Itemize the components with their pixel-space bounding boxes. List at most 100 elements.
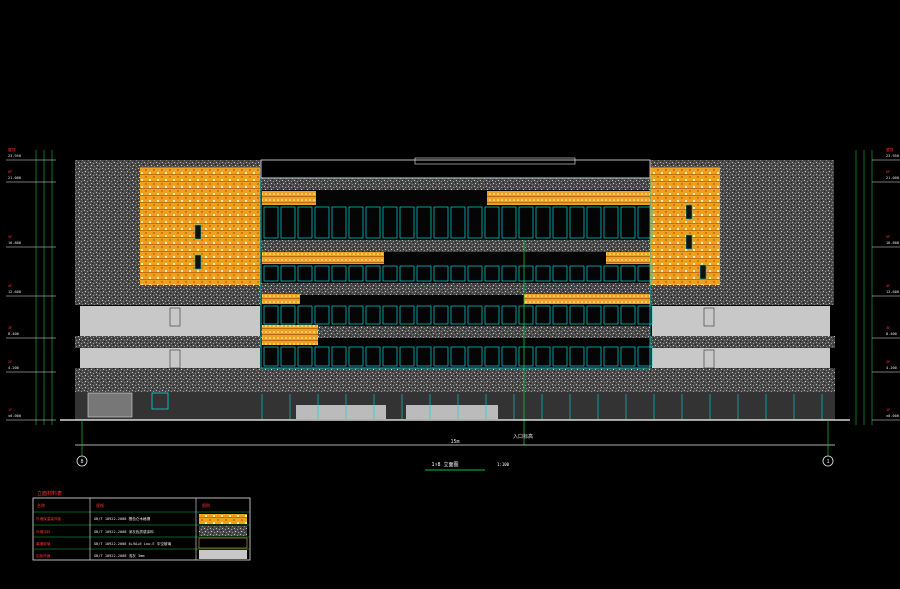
glass-panel [620, 265, 636, 282]
glass-panel [314, 206, 330, 239]
glass-panel [450, 265, 466, 282]
glass-panel [586, 305, 602, 325]
glass-panel [620, 305, 636, 325]
level-elevation: 16.800 [8, 241, 21, 245]
level-elevation: 21.000 [886, 176, 899, 180]
legend-row-spec: GB/T 18922-2008 橙色仑木格栅 [94, 516, 151, 521]
glass-panel [620, 206, 636, 239]
legend-row: 外墙涂料 GB/T 18922-2008 深灰色质感涂料 [36, 526, 247, 536]
panel-window [169, 349, 181, 369]
glass-panel [433, 305, 449, 325]
screen-window [194, 254, 202, 270]
axis-1-label: 1 [826, 459, 829, 465]
glass-panel [552, 265, 568, 282]
orange-louvre-5 [262, 294, 300, 304]
glass-panel [603, 265, 619, 282]
glass-panel [501, 346, 517, 367]
center-elevation-label: 入口标高 [513, 433, 533, 440]
glass-panel [467, 305, 483, 325]
glass-panel [399, 206, 415, 239]
panel-window [703, 349, 715, 369]
center-band-2 [261, 240, 650, 252]
shop-door-2 [151, 392, 169, 410]
legend-frame [32, 497, 251, 561]
screen-window [685, 204, 693, 220]
axis-8-label: 8 [80, 459, 83, 465]
glass-panel [586, 265, 602, 282]
legend-swatch-speckle [199, 526, 247, 536]
glass-panel [467, 265, 483, 282]
level-name: 5F [886, 235, 890, 239]
orange-louvre-4 [606, 252, 650, 264]
level-name: 6F [886, 170, 890, 174]
glass-panel [280, 206, 296, 239]
glass-panel [518, 305, 534, 325]
level-name: 4F [886, 284, 890, 288]
legend-header-swatch: 图例 [202, 502, 210, 508]
glass-panel [416, 305, 432, 325]
glass-panel [433, 346, 449, 367]
right-grey-panel-upper [652, 306, 830, 336]
glass-panel [263, 206, 279, 239]
glass-panel [450, 305, 466, 325]
glass-panel [280, 346, 296, 367]
glass-panel [399, 305, 415, 325]
level-elevation: 23.950 [8, 154, 21, 158]
level-elevation: ±0.000 [886, 414, 899, 418]
overall-dimension-text: 15m [450, 439, 459, 445]
base-facade [75, 368, 835, 393]
glass-panel [637, 206, 653, 239]
glass-panel [535, 305, 551, 325]
level-elevation: 23.950 [886, 154, 899, 158]
level-name: 5F [8, 235, 12, 239]
glass-panel [263, 305, 279, 325]
glass-panel [280, 265, 296, 282]
glass-panel [297, 265, 313, 282]
glass-panel [518, 265, 534, 282]
legend-row: 幕墙玻璃 GB/T 18922-2008 6+9A+6 Low-E 中空玻璃 [36, 537, 248, 549]
level-elevation: 12.600 [8, 290, 21, 294]
axis-8-bubble [76, 455, 88, 467]
level-name: 1F [886, 408, 890, 412]
glass-panel [365, 305, 381, 325]
legend-row-spec: GB/T 18922-2008 浅灰 3mm [94, 553, 144, 558]
glass-panel [620, 346, 636, 367]
level-elevation: ±0.000 [8, 414, 21, 418]
glass-panel [603, 346, 619, 367]
generated-geometry [169, 204, 823, 419]
glass-panel [365, 346, 381, 367]
level-name: 6F [8, 170, 12, 174]
legend-header-name: 名称 [37, 502, 45, 508]
glass-panel [297, 206, 313, 239]
level-elevation: 16.800 [886, 241, 899, 245]
glass-panel [433, 265, 449, 282]
glass-panel [263, 346, 279, 367]
glass-panel [467, 346, 483, 367]
glass-panel [280, 305, 296, 325]
glass-panel [467, 206, 483, 239]
level-name: 1F [8, 408, 12, 412]
glass-panel [484, 346, 500, 367]
level-elevation: 21.000 [8, 176, 21, 180]
right-orange-screen [650, 167, 720, 285]
glass-panel [314, 305, 330, 325]
glass-panel [484, 305, 500, 325]
legend-header-spec: 规格 [96, 502, 104, 508]
glass-panel [535, 265, 551, 282]
shop-window-grey-1 [296, 405, 386, 419]
level-elevation: 8.400 [8, 332, 19, 336]
glass-panel [297, 346, 313, 367]
glass-panel [382, 305, 398, 325]
glass-panel [637, 305, 653, 325]
glass-panel [331, 265, 347, 282]
glass-panel [433, 206, 449, 239]
level-name: 2F [886, 360, 890, 364]
panel-window [169, 307, 181, 327]
drawing-scale: 1:100 [497, 462, 510, 467]
orange-louvre-6 [524, 294, 650, 304]
glass-panel [348, 305, 364, 325]
glass-panel [382, 346, 398, 367]
glass-panel [382, 206, 398, 239]
